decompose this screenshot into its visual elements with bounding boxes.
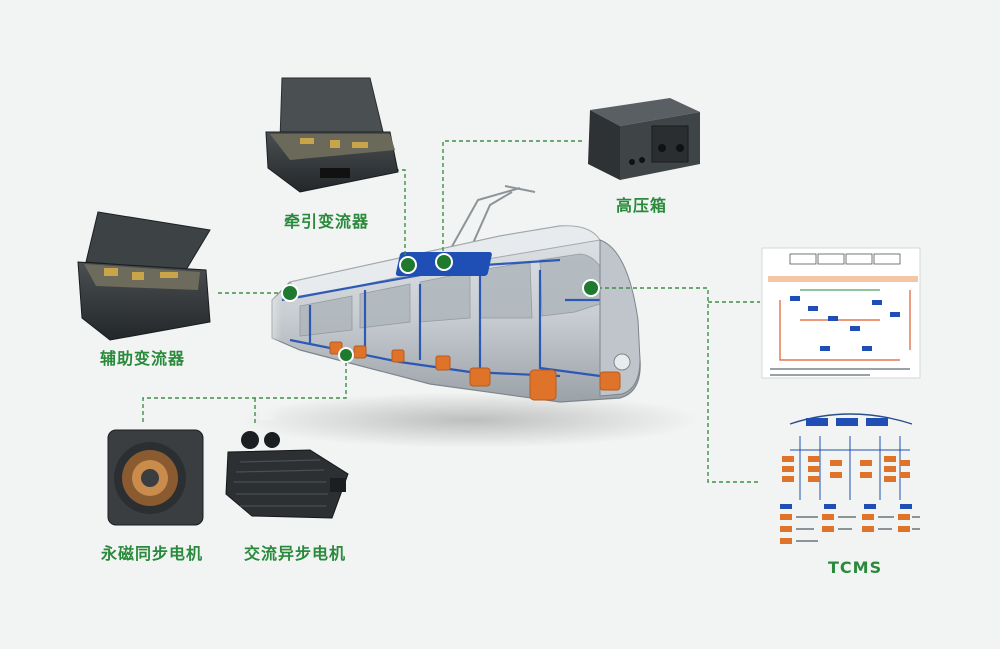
label-hv-box: 高压箱 — [616, 196, 668, 215]
connector-motors — [142, 355, 347, 424]
dot-traction — [399, 256, 417, 274]
dot-hv-box — [435, 253, 453, 271]
dot-tcms — [582, 279, 600, 297]
hv-box-image — [588, 98, 700, 180]
label-tcms: TCMS — [828, 558, 883, 577]
tcms-network-diagram-1 — [761, 247, 921, 379]
label-traction-converter: 牵引变流器 — [284, 212, 370, 231]
connection-dots — [281, 253, 600, 363]
label-auxiliary-converter: 辅助变流器 — [100, 349, 186, 368]
connector-hv-box — [442, 140, 582, 262]
dot-motors — [338, 347, 354, 363]
ac-motor-image — [225, 431, 349, 519]
traction-converter-image — [265, 77, 399, 193]
pantograph — [449, 185, 536, 251]
dot-auxiliary — [281, 284, 299, 302]
label-pm-sync-motor: 永磁同步电机 — [101, 544, 204, 563]
auxiliary-converter-image — [77, 211, 211, 341]
tram-illustration — [240, 185, 700, 448]
pm-motor-image — [107, 429, 204, 526]
connector-tcms — [591, 287, 760, 483]
label-ac-async-motor: 交流异步电机 — [244, 544, 347, 563]
connector-lines — [142, 140, 760, 483]
connector-traction — [395, 169, 406, 262]
tcms-network-diagram-2 — [780, 413, 920, 544]
